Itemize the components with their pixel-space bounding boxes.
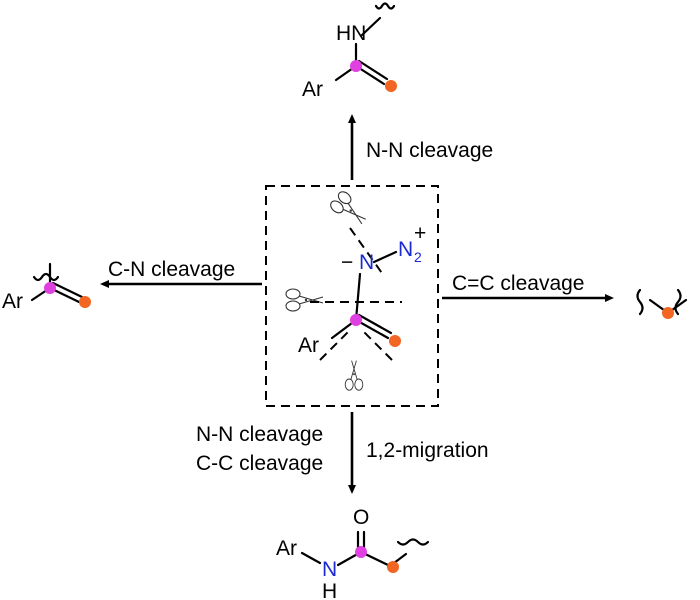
left-product-acyl: Ar [2,262,91,313]
ar-atom: Ar [2,290,23,313]
carbon-marker [44,282,56,294]
h-atom: H [322,580,337,600]
oxygen-marker [389,335,401,347]
label-bottom-left-1: N-N cleavage [196,423,323,446]
carbon-marker [350,60,362,72]
scissors-icon [285,288,324,312]
label-top: N-N cleavage [366,139,493,162]
wavy-bond-icon [674,288,682,316]
label-bottom-left-2: C-C cleavage [196,452,323,475]
oxygen-marker [387,561,399,573]
label-left: C-N cleavage [108,258,235,281]
oxygen-marker [662,307,674,319]
wavy-bond-icon [374,2,396,10]
n2-subscript: 2 [414,249,422,265]
scissors-icon [327,188,372,231]
label-right: C=C cleavage [452,272,585,295]
minus-charge: − [341,251,353,274]
n2-atom: N [398,238,413,261]
carbon-marker [355,546,367,558]
center-substrate: N − N 2 + Ar [285,188,426,391]
plus-charge: + [414,222,426,245]
n-atom: N [322,558,337,581]
wavy-bond-icon [32,272,60,282]
ar-atom: Ar [276,537,297,560]
wavy-bond-icon [636,288,644,316]
label-bottom-right: 1,2-migration [366,439,489,462]
wavy-bond-icon [396,538,430,546]
oxygen-marker [385,80,397,92]
n-atom: N [359,251,374,274]
top-product-amide: HN Ar [302,2,397,101]
ar-atom: Ar [298,334,319,357]
center-substrate-box [265,185,439,407]
hn-atom: HN [336,22,366,45]
right-product-ether [636,288,688,319]
o-atom: O [353,506,369,529]
carbon-marker [350,314,362,326]
bottom-product-carbamate: O N H Ar [276,506,430,600]
scissors-icon [344,359,364,391]
ar-atom: Ar [302,78,323,101]
oxygen-marker [79,296,91,308]
